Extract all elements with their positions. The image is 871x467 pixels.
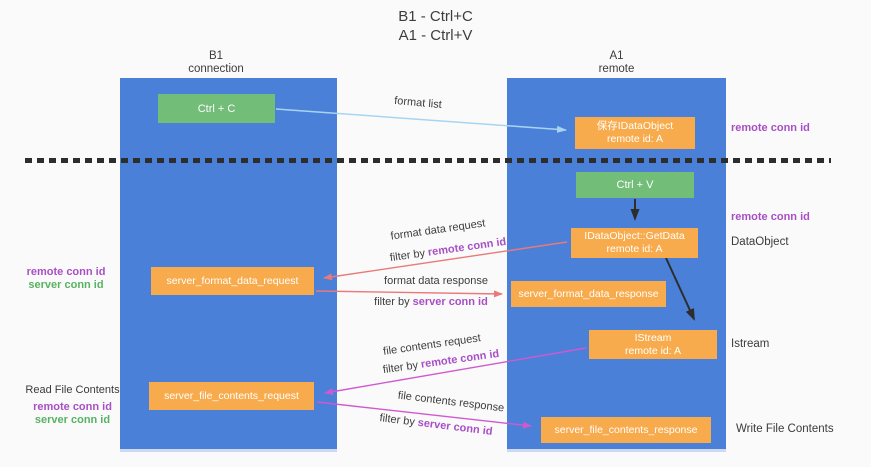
format-data-response-arrow <box>315 290 503 298</box>
save-idataobject-line1: 保存IDataObject <box>596 120 674 132</box>
lifeline-header-b1: B1 connection <box>110 50 322 76</box>
format-data-response-label: format data response <box>384 275 488 287</box>
getdata-line2: remote id: A <box>606 243 663 255</box>
save-idataobject-line2: remote id: A <box>606 133 664 145</box>
title-line-1: B1 - Ctrl+C <box>398 8 473 25</box>
server-format-data-request-label: server_format_data_request <box>166 274 299 287</box>
server-file-contents-request-box: server_file_contents_request <box>149 382 314 410</box>
remote-conn-id-text: remote conn id <box>427 235 507 259</box>
read-file-contents-annotation: Read File Contents <box>25 384 120 396</box>
remote-conn-id-annotation-left-2: remote conn id <box>33 401 112 413</box>
lifeline-b1-role: connection <box>188 63 244 75</box>
lifeline-a1-role: remote <box>598 63 635 75</box>
session-divider-line <box>25 158 831 163</box>
istream-box: IStream remote id: A <box>589 330 717 359</box>
save-idataobject-box: 保存IDataObject remote id: A <box>575 117 695 149</box>
filter-by-text: filter by <box>374 296 410 308</box>
ctrl-v-action-box: Ctrl + V <box>576 172 694 198</box>
remote-conn-id-annotation-mid: remote conn id <box>731 211 810 223</box>
lifeline-header-a1: A1 remote <box>507 50 726 76</box>
left-conn-id-annotations: remote conn id server conn id <box>24 266 108 292</box>
istream-annotation: Istream <box>731 338 770 350</box>
server-format-data-response-box: server_format_data_response <box>511 281 666 307</box>
server-conn-id-annotation-left-2: server conn id <box>34 414 111 426</box>
istream-line2: remote id: A <box>624 344 682 357</box>
read-file-contents-annotations: Read File Contents remote conn id server… <box>20 384 125 427</box>
title-line-2: A1 - Ctrl+V <box>398 27 473 44</box>
filter-by-text: filter by <box>389 247 426 265</box>
dataobject-annotation: DataObject <box>731 236 789 248</box>
server-file-contents-response-box: server_file_contents_response <box>541 417 711 443</box>
remote-conn-id-annotation-left: remote conn id <box>26 266 106 278</box>
ctrl-v-label: Ctrl + V <box>616 179 654 191</box>
remote-conn-id-text: remote conn id <box>420 347 500 371</box>
ctrl-c-label: Ctrl + C <box>197 102 236 115</box>
server-file-contents-request-label: server_file_contents_request <box>164 389 299 402</box>
server-conn-id-text: server conn id <box>417 416 494 438</box>
diagram-title: B1 - Ctrl+C A1 - Ctrl+V <box>0 7 871 45</box>
server-format-data-request-box: server_format_data_request <box>151 267 314 295</box>
ctrl-c-action-box: Ctrl + C <box>158 94 275 123</box>
lifeline-b1-name: B1 <box>208 50 224 62</box>
remote-conn-id-annotation-top: remote conn id <box>731 122 810 134</box>
server-format-data-response-label: server_format_data_response <box>518 287 659 300</box>
filter-by-text: filter by <box>378 412 416 429</box>
idataobject-getdata-box: IDataObject::GetData remote id: A <box>571 228 698 258</box>
format-list-label: format list <box>393 94 443 112</box>
istream-line1: IStream <box>634 331 672 344</box>
lifeline-a1-name: A1 <box>609 50 624 62</box>
filter-by-text: filter by <box>382 359 419 377</box>
getdata-line1: IDataObject::GetData <box>584 230 685 242</box>
server-conn-id-text: server conn id <box>412 296 488 308</box>
server-conn-id-annotation-left: server conn id <box>28 279 104 291</box>
server-file-contents-response-label: server_file_contents_response <box>554 423 698 436</box>
file-contents-response-label: file contents response <box>397 389 505 415</box>
write-file-contents-annotation: Write File Contents <box>736 423 834 435</box>
